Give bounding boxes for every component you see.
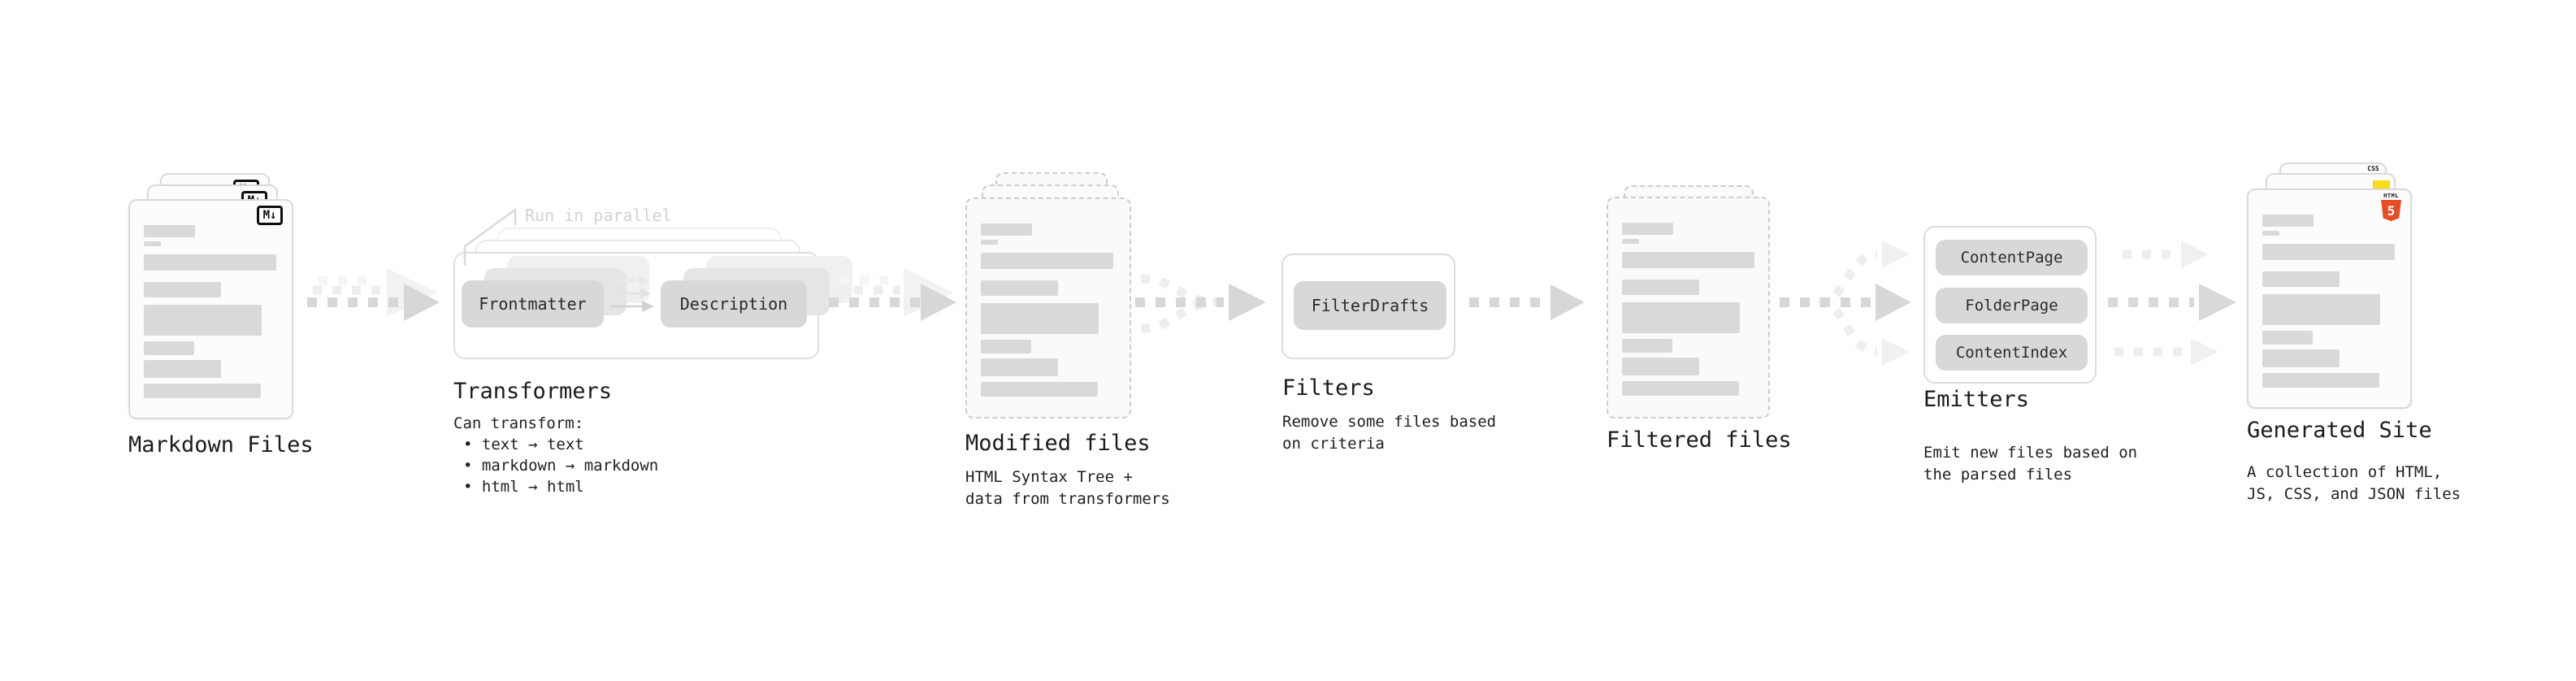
arrow-emitters-to-site bbox=[2108, 241, 2236, 366]
emitters-label: Emitters bbox=[1923, 387, 2030, 412]
run-in-parallel-annotation: Run in parallel bbox=[525, 206, 672, 225]
contentindex-node: ContentIndex bbox=[1936, 335, 2088, 371]
modified-file-card-front bbox=[965, 197, 1131, 419]
filtered-files-label: Filtered files bbox=[1607, 427, 1792, 453]
doc-text-bars bbox=[967, 199, 1130, 417]
markdown-files-label: Markdown Files bbox=[128, 432, 314, 458]
transform-bullet: • markdown → markdown bbox=[463, 457, 659, 475]
description-node: Description bbox=[661, 280, 807, 327]
generated-site-label: Generated Site bbox=[2247, 418, 2432, 443]
doc-text-bars bbox=[130, 201, 292, 418]
doc-text-bars bbox=[2249, 190, 2410, 407]
transform-bullet: • html → html bbox=[463, 478, 584, 496]
generated-site-description: A collection of HTML, JS, CSS, and JSON … bbox=[2247, 463, 2461, 503]
markdown-icon: M↓ bbox=[257, 206, 283, 225]
contentpage-node: ContentPage bbox=[1936, 240, 2088, 275]
transformers-description: Can transform: • text → text • markdown … bbox=[453, 413, 658, 497]
generated-file-card-front: HTML 5 bbox=[2247, 189, 2412, 409]
filtered-file-card-front bbox=[1607, 197, 1770, 419]
emitters-description: Emit new files based on the parsed files bbox=[1923, 444, 2138, 484]
transformers-label: Transformers bbox=[453, 379, 613, 404]
folderpage-node: FolderPage bbox=[1936, 288, 2088, 323]
transform-bullet: • text → text bbox=[463, 436, 584, 453]
html5-icon-text: HTML bbox=[2383, 193, 2399, 199]
css-icon-text: CSS bbox=[2367, 165, 2379, 172]
modified-files-description: HTML Syntax Tree + data from transformer… bbox=[965, 468, 1170, 508]
frontmatter-node: Frontmatter bbox=[462, 280, 604, 327]
filterdrafts-node: FilterDrafts bbox=[1294, 281, 1446, 330]
filters-label: Filters bbox=[1282, 375, 1375, 401]
emitters-box: ContentPage FolderPage ContentIndex bbox=[1923, 226, 2097, 384]
markdown-file-card-front: M↓ bbox=[128, 199, 293, 419]
modified-files-label: Modified files bbox=[965, 431, 1151, 456]
arrow-filtered-to-emitters bbox=[1780, 241, 1911, 366]
html5-icon: HTML 5 bbox=[2381, 193, 2401, 221]
arrow-markdown-to-transformers bbox=[307, 268, 440, 321]
transformers-desc-title: Can transform: bbox=[453, 414, 584, 432]
arrow-filters-to-filtered bbox=[1469, 284, 1585, 320]
filters-box: FilterDrafts bbox=[1281, 254, 1455, 359]
doc-text-bars bbox=[1608, 198, 1768, 417]
filters-description: Remove some files based on criteria bbox=[1282, 413, 1497, 453]
arrow-modified-to-filters bbox=[1135, 274, 1266, 333]
html5-icon-shield: 5 bbox=[2381, 200, 2401, 221]
